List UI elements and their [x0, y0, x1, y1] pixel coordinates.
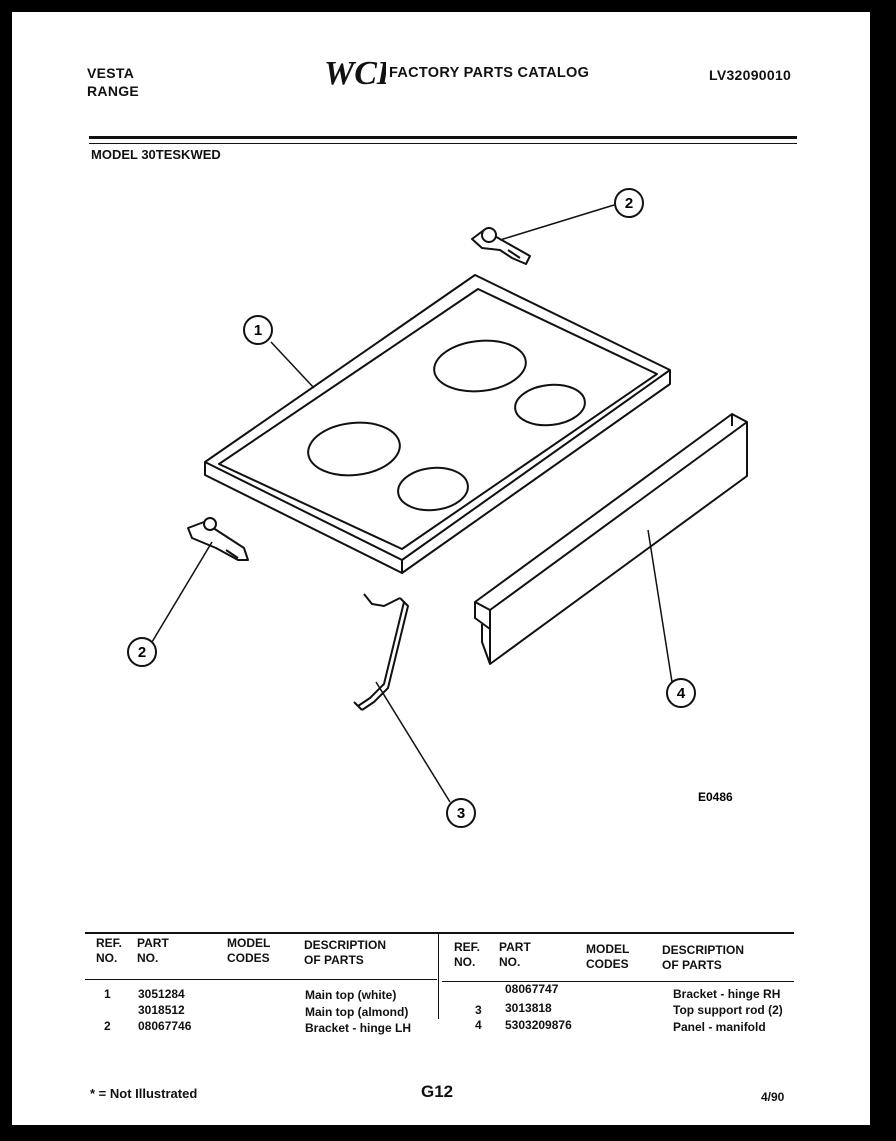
row-desc: Top support rod (2)	[673, 1003, 783, 1017]
callout-2-left: 2	[138, 644, 146, 661]
col-ref-no: REF.NO.	[96, 936, 123, 965]
row-desc: Main top (white)	[305, 988, 397, 1002]
row-part: 3018512	[138, 1003, 185, 1017]
product-label: RANGE	[87, 83, 140, 99]
row-desc: Main top (almond)	[305, 1005, 409, 1019]
row-ref: 4	[475, 1018, 482, 1032]
table-center-divider-lower	[438, 979, 439, 1019]
brand-label: VESTA	[87, 65, 135, 81]
not-illustrated-note: * = Not Illustrated	[90, 1086, 198, 1101]
support-rod-part	[353, 593, 409, 711]
main-top-part	[204, 274, 671, 574]
table-left-header-rule	[85, 979, 437, 980]
page-number: G12	[421, 1082, 454, 1101]
callout-1: 1	[254, 322, 262, 339]
catalog-sheet: VESTA RANGE WCI FACTORY PARTS CATALOG LV…	[12, 12, 870, 1125]
hinge-bracket-rh-part	[471, 227, 531, 265]
callout-2-top: 2	[625, 195, 633, 212]
callout-4: 4	[677, 685, 686, 702]
wci-logo: WCI	[324, 54, 392, 95]
catalog-code: LV32090010	[709, 67, 792, 83]
col-ref-no-right: REF.NO.	[454, 940, 481, 969]
table-right-header-rule	[442, 981, 794, 982]
model-label: MODEL 30TESKWED	[91, 147, 221, 162]
exploded-diagram: 1 2 2 3 4 E0486	[127, 188, 748, 828]
manifold-panel-part	[474, 413, 748, 665]
row-ref: 2	[104, 1019, 111, 1033]
row-ref: 3	[475, 1003, 482, 1017]
row-part: 08067747	[505, 982, 559, 996]
row-part: 3013818	[505, 1001, 552, 1015]
revision-date: 4/90	[761, 1090, 785, 1104]
row-desc: Bracket - hinge LH	[305, 1021, 412, 1035]
header-rule	[89, 136, 797, 139]
catalog-title: FACTORY PARTS CATALOG	[389, 65, 590, 81]
row-desc: Bracket - hinge RH	[673, 987, 781, 1001]
table-center-divider	[438, 934, 439, 979]
header-rule-thin	[89, 143, 797, 144]
row-part: 08067746	[138, 1019, 192, 1033]
row-part: 3051284	[138, 987, 185, 1001]
row-ref: 1	[104, 987, 111, 1001]
callout-3: 3	[457, 805, 465, 822]
table-top-rule	[85, 932, 794, 934]
logo-text: WCI	[324, 55, 386, 90]
figure-code: E0486	[698, 790, 733, 804]
row-part: 5303209876	[505, 1018, 572, 1032]
hinge-bracket-lh-part	[187, 517, 249, 561]
row-desc: Panel - manifold	[673, 1020, 766, 1034]
